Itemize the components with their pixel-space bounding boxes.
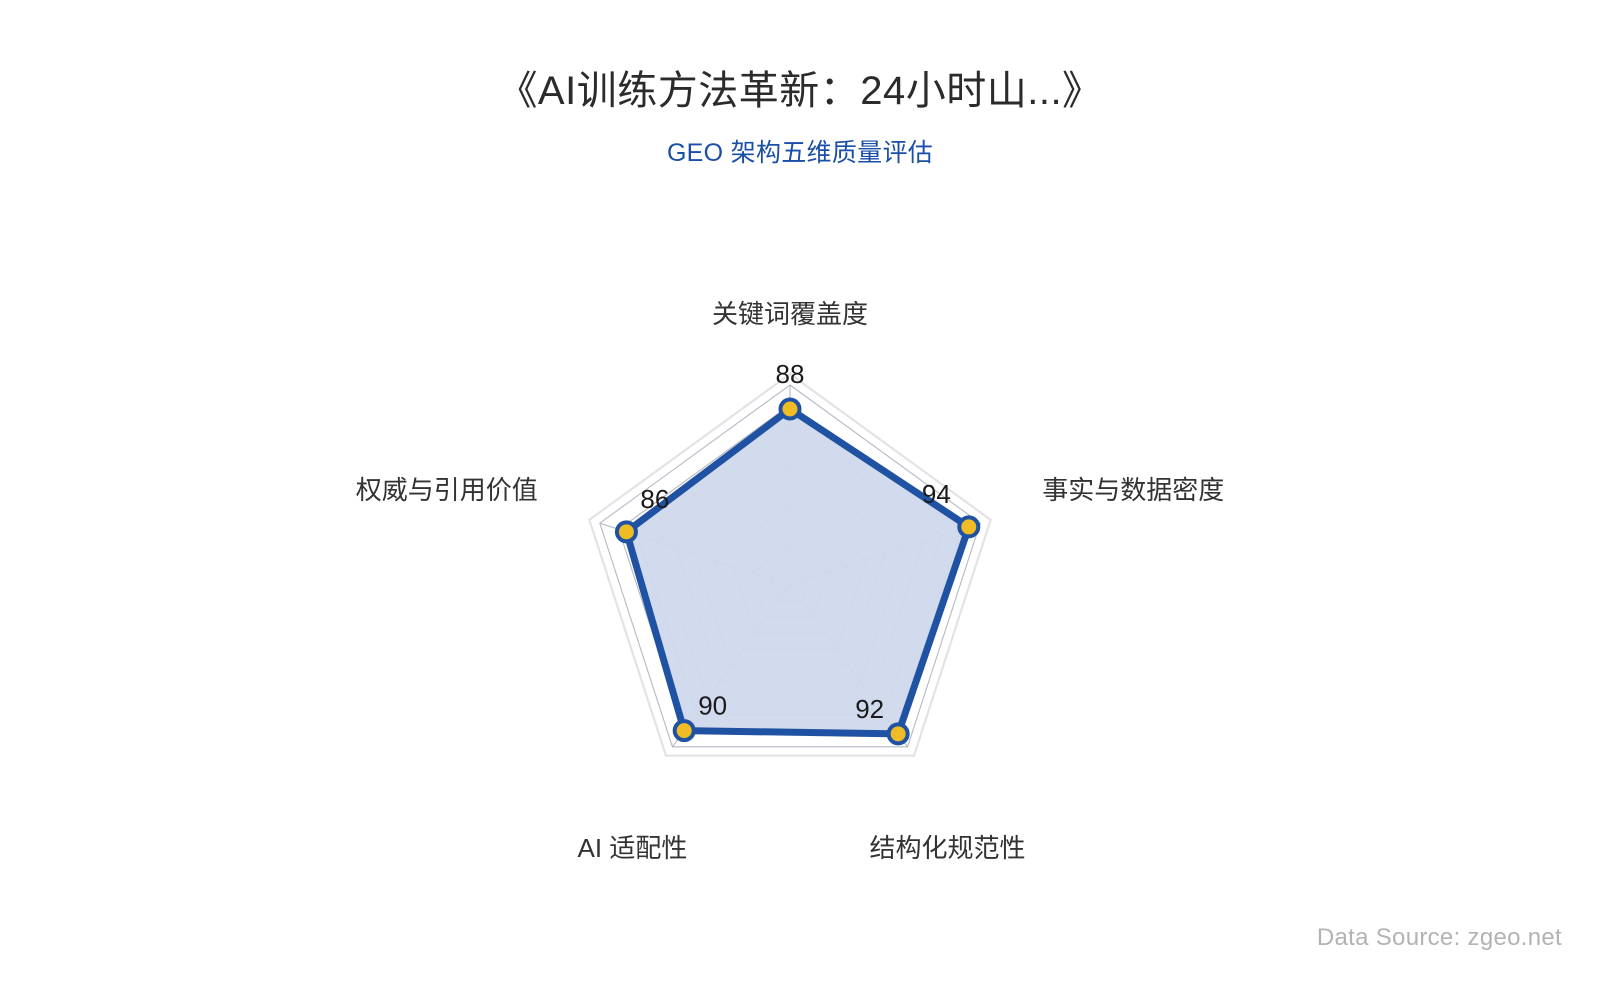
radar-outer-ring — [588, 372, 992, 757]
radar-value-label: 86 — [640, 484, 669, 514]
radar-series-area — [622, 405, 973, 738]
radar-value-label: 90 — [698, 691, 727, 721]
radar-value-labels-group: 88 94 92 90 86 — [640, 359, 950, 724]
chart-subtitle: GEO 架构五维质量评估 — [666, 139, 934, 168]
radar-markers-group — [614, 397, 981, 746]
radar-data-point[interactable] — [886, 722, 910, 746]
radar-grid-ring — [599, 384, 981, 748]
radar-axis-label: AI 适配性 — [578, 833, 688, 863]
radar-axis-label: 事实与数据密度 — [1042, 475, 1224, 505]
radar-chart-area: 88 94 92 90 86 关键词覆盖度事实与数据密度结构化规范性 AI 适配性 权威与引… — [0, 200, 1600, 920]
radar-data-point[interactable] — [614, 520, 638, 544]
radar-value-label: 92 — [855, 694, 884, 724]
radar-axis-label: 权威与引用价值 — [356, 475, 538, 505]
data-source-note: Data Source: zgeo.net — [1316, 924, 1562, 951]
radar-axis-label: 关键词覆盖度 — [712, 299, 868, 329]
radar-value-label: 88 — [776, 359, 805, 389]
radar-data-point[interactable] — [672, 719, 696, 743]
radar-data-point[interactable] — [778, 397, 802, 421]
chart-header: 《AI训练方法革新：24小时山...》 GEO 架构五维质量评估 — [0, 0, 1600, 169]
radar-value-label: 94 — [922, 479, 951, 509]
page-title: 《AI训练方法革新：24小时山...》 — [497, 69, 1103, 113]
radar-axis-label: 结构化规范性 — [870, 833, 1026, 863]
radar-data-point[interactable] — [957, 515, 981, 539]
radar-outer-boundary — [588, 372, 992, 757]
